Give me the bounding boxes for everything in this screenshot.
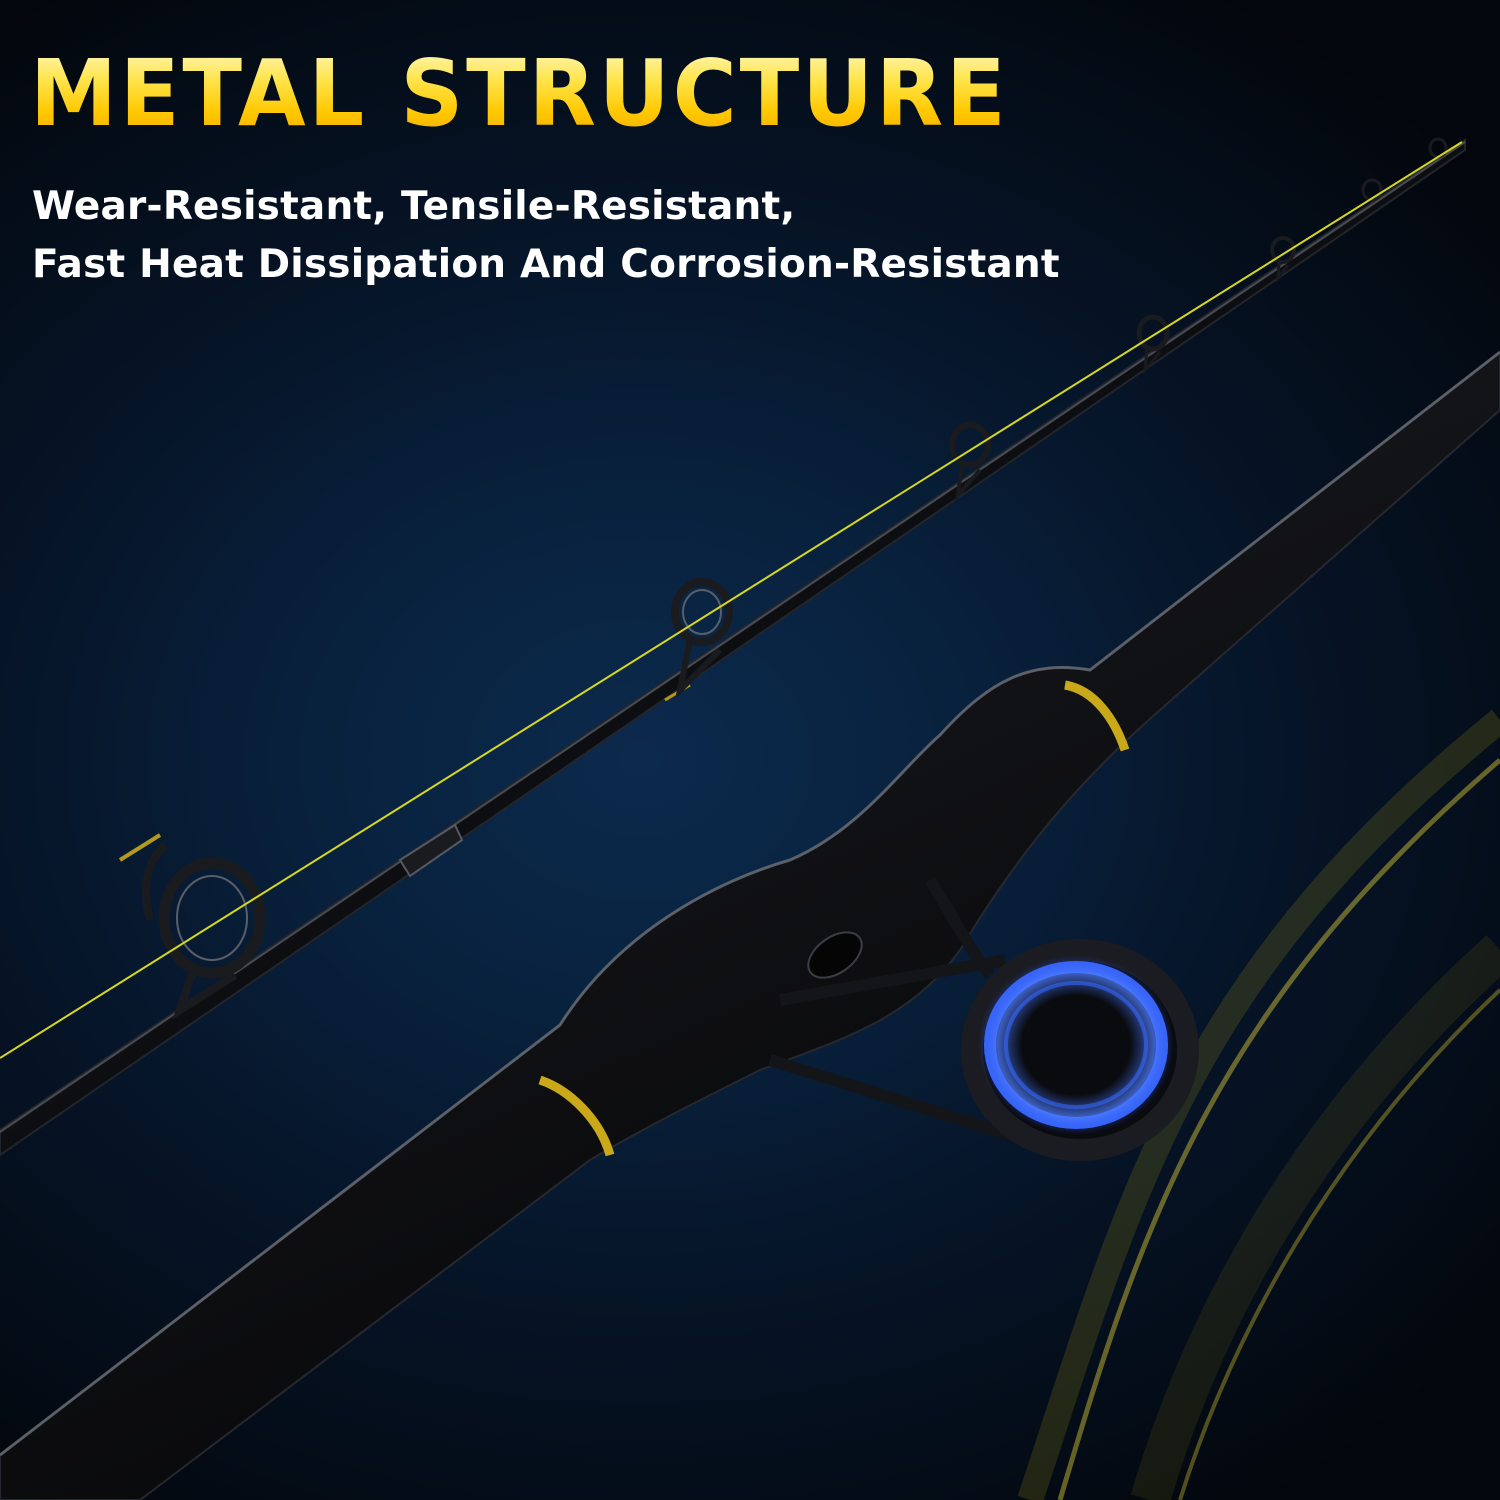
guide-ring-6 <box>1361 178 1383 202</box>
headline: METAL STRUCTURE <box>30 40 1009 147</box>
gold-trim-lower <box>538 1075 615 1157</box>
guide-ring-4 <box>1136 314 1170 375</box>
gold-trim-upper <box>1063 680 1130 752</box>
guide-ring-5 <box>1270 236 1296 283</box>
subheadline-line-2: Fast Heat Dissipation And Corrosion-Resi… <box>32 242 1060 287</box>
rod-butt-section <box>0 350 1500 1500</box>
subheadline-line-1: Wear-Resistant, Tensile-Resistant, <box>32 184 796 229</box>
large-blue-guide <box>768 876 1199 1161</box>
guide-ring-3 <box>949 422 991 502</box>
guide-ring-2 <box>671 578 733 700</box>
fishing-line <box>0 141 1463 1059</box>
guide-ring-1 <box>141 842 266 1020</box>
guide-rings <box>141 137 1448 1020</box>
